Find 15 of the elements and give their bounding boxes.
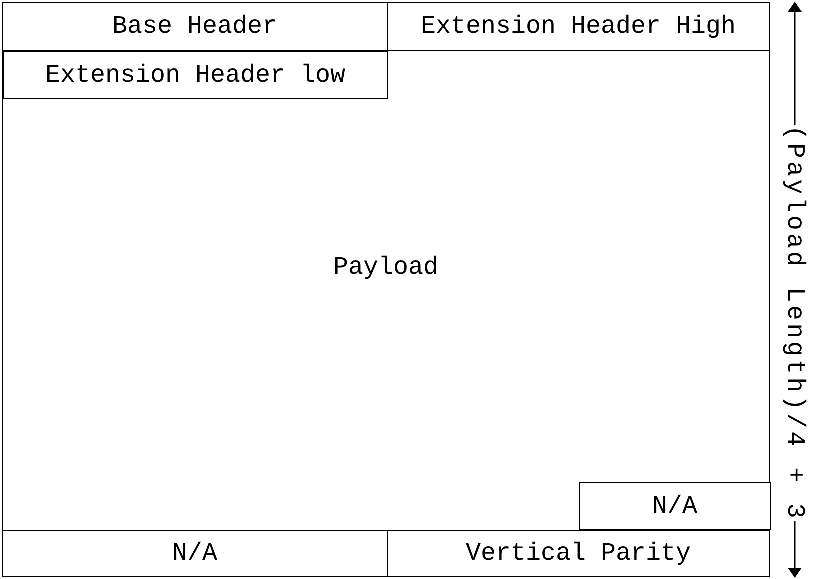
field-label: Vertical Parity: [466, 539, 692, 568]
field-label: N/A: [172, 539, 218, 568]
field-label: Extension Header low: [45, 60, 346, 90]
field-label: N/A: [652, 492, 698, 520]
field-label: Payload: [333, 253, 439, 282]
field-label: Extension Header High: [420, 12, 736, 41]
payload-region: [2, 50, 770, 531]
field-box: [579, 482, 771, 530]
field-box: [2, 530, 388, 577]
field-box: [387, 530, 770, 577]
field-box: [387, 2, 770, 51]
field-box: [3, 51, 388, 99]
field-box: [2, 2, 388, 51]
field-label: Base Header: [112, 12, 278, 41]
dimension-label: (Payload Length)/4 + 3: [780, 124, 810, 522]
